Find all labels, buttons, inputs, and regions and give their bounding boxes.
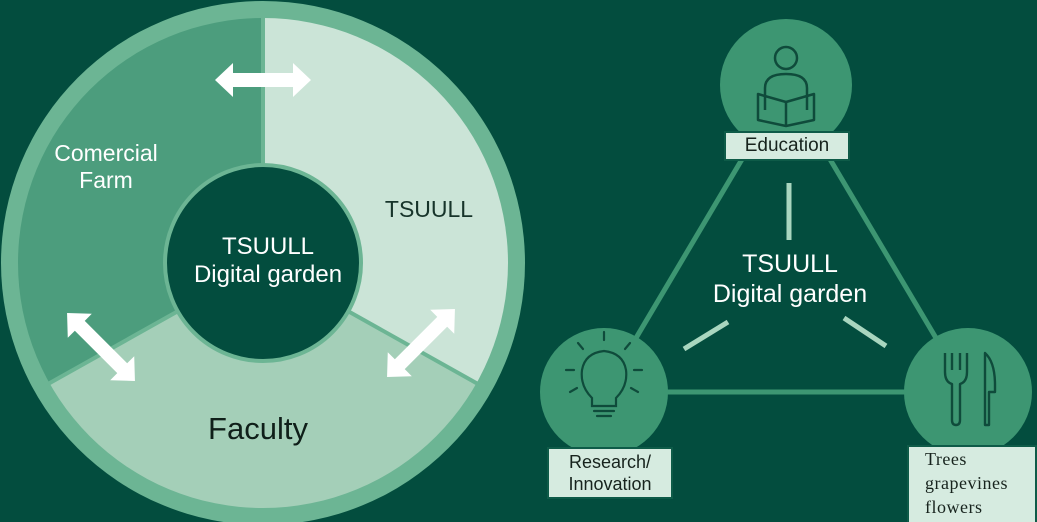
node-trees [904, 328, 1032, 456]
arrow-left-double-icon [67, 313, 135, 381]
node-education [720, 19, 852, 151]
triangle-diagram [540, 19, 1032, 456]
ring-center-hub [163, 163, 363, 363]
segment-label-commercial-farm: Comercial Farm [54, 140, 158, 194]
reading-person-icon [756, 45, 816, 128]
arrow-right-double-icon [387, 309, 455, 377]
node-research [540, 328, 668, 456]
spoke-left [682, 319, 730, 352]
ring-diagram [1, 1, 525, 522]
label-trees-grapevines-flowers: Trees grapevines flowers [907, 445, 1037, 522]
label-research-innovation: Research/ Innovation [547, 447, 673, 499]
segment-label-tsuull: TSUULL [384, 196, 474, 222]
arrow-top-double-icon [215, 63, 311, 97]
ring-divider-left [47, 308, 181, 386]
spoke-right [842, 315, 888, 349]
segment-label-faculty: Faculty [208, 411, 308, 446]
label-education: Education [724, 131, 850, 161]
triangle-center-title: TSUULL Digital garden [712, 250, 868, 308]
ring-center-title: TSUULL Digital garden [193, 233, 343, 289]
lightbulb-icon [564, 330, 644, 418]
fork-knife-icon [943, 351, 997, 427]
